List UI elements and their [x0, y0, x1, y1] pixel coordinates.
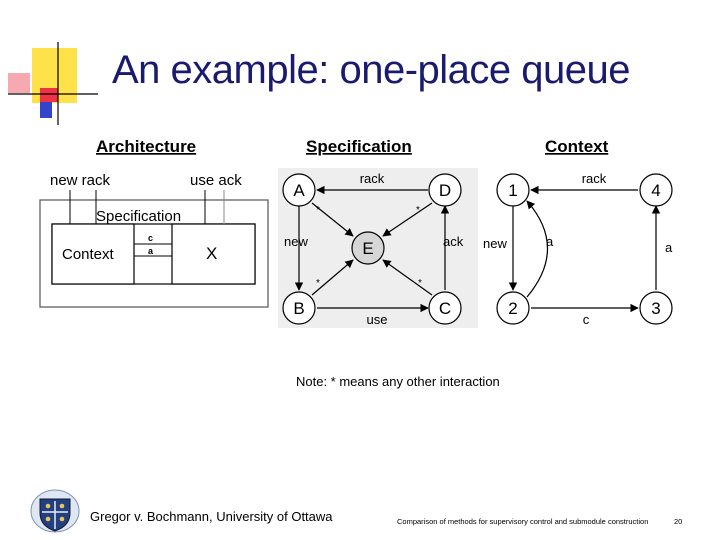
state-C — [428, 291, 462, 325]
state-A-label: A — [293, 181, 305, 200]
state-B-label: B — [293, 299, 304, 318]
specification-heading: Specification — [306, 137, 412, 156]
star-label-A: * — [316, 205, 320, 216]
state-2-label: 2 — [508, 299, 517, 318]
state-A — [282, 173, 316, 207]
footer-caption: Comparison of methods for supervisory co… — [397, 517, 649, 526]
author-footer: Gregor v. Bochmann, University of Ottawa — [90, 509, 333, 524]
edge-C-E — [382, 259, 433, 296]
context-box — [51, 223, 135, 285]
state-D — [428, 173, 462, 207]
ctx-c-label: c — [583, 312, 590, 327]
architecture-panel: Architecture new rack use ack Specificat… — [39, 137, 269, 308]
deco-red-square — [40, 88, 58, 102]
corner-decoration — [8, 42, 98, 125]
star-label-B: * — [316, 278, 320, 289]
context-heading: Context — [545, 137, 609, 156]
x-box — [171, 223, 256, 285]
state-E-label: E — [362, 239, 373, 258]
edge-B-E — [311, 259, 354, 296]
ctx-new-label: new — [483, 236, 507, 251]
architecture-heading: Architecture — [96, 137, 196, 156]
state-3-label: 3 — [651, 299, 660, 318]
deco-blue-square — [40, 102, 52, 118]
state-3 — [639, 291, 673, 325]
state-C-label: C — [439, 299, 451, 318]
state-D-label: D — [439, 181, 451, 200]
c-link-label: c — [148, 233, 153, 243]
spec-ack-label: ack — [443, 234, 464, 249]
edge-2-1 — [526, 200, 548, 298]
star-label-C: * — [418, 278, 422, 289]
page-number: 20 — [674, 517, 683, 526]
state-E — [351, 231, 385, 265]
state-4 — [639, 173, 673, 207]
use-ack-label: use ack — [190, 172, 242, 189]
edge-D-E — [382, 202, 433, 237]
context-panel: Context 1 2 3 4 rack new a a c — [483, 137, 673, 327]
university-logo — [30, 489, 80, 533]
x-box-label: X — [206, 244, 217, 263]
a-link-label: a — [148, 246, 154, 256]
ctx-rack-label: rack — [582, 171, 607, 186]
state-2 — [496, 291, 530, 325]
spec-use-label: use — [367, 312, 388, 327]
specification-panel: Specification A B C D E rack new ack use… — [278, 137, 478, 328]
star-label-D: * — [416, 205, 420, 216]
ctx-a-left-label: a — [546, 234, 554, 249]
spec-new-label: new — [284, 234, 308, 249]
specification-box-label: Specification — [96, 208, 181, 225]
context-box-label: Context — [62, 246, 115, 263]
state-B — [282, 291, 316, 325]
slide-title: An example: one-place queue — [112, 48, 630, 92]
state-1-label: 1 — [508, 181, 517, 200]
edge-A-E — [311, 202, 354, 237]
ctx-a-right-label: a — [665, 240, 673, 255]
state-4-label: 4 — [651, 181, 660, 200]
state-1 — [496, 173, 530, 207]
note-text: Note: * means any other interaction — [296, 374, 500, 389]
new-rack-label: new rack — [50, 172, 111, 189]
deco-pink-square — [8, 73, 30, 93]
spec-rack-label: rack — [360, 171, 385, 186]
